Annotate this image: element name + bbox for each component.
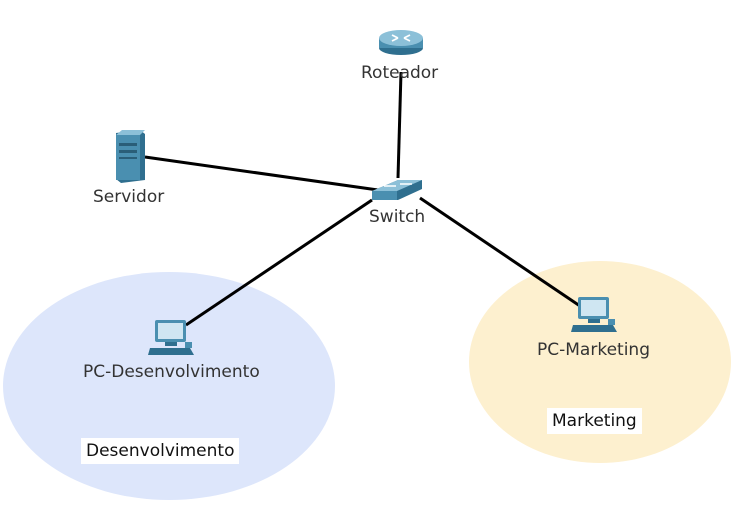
link-servidor-switch [144,155,379,192]
zone-desenvolvimento-label: Desenvolvimento [81,438,240,464]
switch-label: Switch [369,207,426,227]
zone-marketing [469,261,731,463]
server-label: Servidor [93,187,165,207]
router-icon[interactable] [379,30,423,55]
zone-desenvolvimento [3,272,335,500]
link-switch-pc-marketing [419,196,581,308]
pc-marketing-label: PC-Marketing [537,340,650,360]
link-roteador-switch [396,71,403,179]
link-switch-pc-desenvolvimento [185,198,373,327]
server-icon[interactable] [116,130,145,183]
router-label: Roteador [361,63,439,83]
pc-desenvolvimento-label: PC-Desenvolvimento [83,362,260,382]
pc-desenvolvimento-icon[interactable] [148,320,194,355]
pc-marketing-icon[interactable] [571,297,617,332]
zone-marketing-label: Marketing [547,408,642,434]
switch-icon[interactable] [372,180,422,200]
